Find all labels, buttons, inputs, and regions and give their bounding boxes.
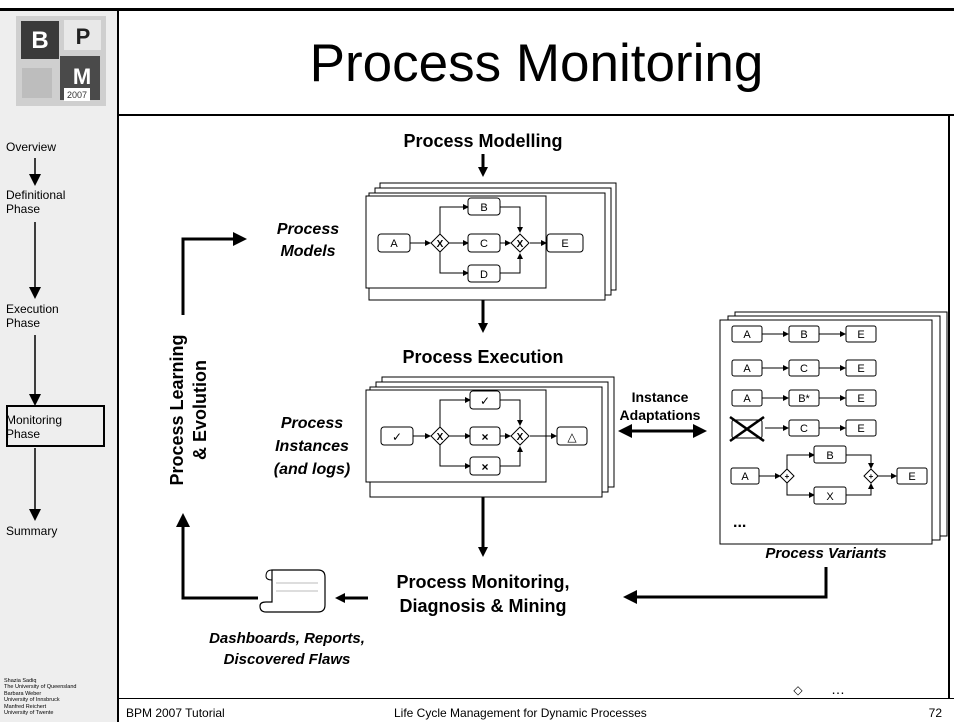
variant-node: E [857, 423, 864, 435]
exec-join-gateway-label: X [517, 432, 524, 443]
page-title: Process Monitoring [309, 34, 764, 93]
model-join-gateway-label: X [517, 239, 524, 250]
footer-left: BPM 2007 Tutorial [126, 706, 225, 720]
credit-line: Shazia Sadiq [4, 678, 37, 684]
footer-diamond-symbol: ◇ [793, 683, 803, 697]
variant-node: C [800, 363, 808, 375]
variant-node: E [857, 363, 864, 375]
footer-center: Life Cycle Management for Dynamic Proces… [394, 706, 647, 720]
dashboards-line1: Dashboards, Reports, [209, 630, 365, 647]
process-instances-line2: Instances [275, 438, 349, 455]
credit-line: The University of Queensland [4, 684, 77, 691]
process-execution-label: Process Execution [402, 347, 563, 367]
exec-node-done-start: ✓ [392, 430, 402, 444]
variant-node: A [741, 471, 749, 483]
variant-node: C [800, 423, 808, 435]
process-models-line1: Process [277, 221, 339, 238]
variant-node: A [743, 329, 751, 341]
exec-node-skipped-bottom: × [481, 460, 488, 474]
process-learning-line2: & Evolution [190, 360, 210, 460]
logo-letter-m: M [73, 64, 91, 89]
model-node-d: D [480, 269, 488, 281]
variant-node: B [826, 450, 833, 462]
left-panel [0, 11, 117, 722]
variant-node: A [743, 363, 751, 375]
instance-adaptations-line2: Adaptations [620, 407, 701, 423]
nav-definitional-line1[interactable]: Definitional [6, 188, 66, 202]
logo-year: 2007 [67, 90, 87, 100]
content-right-border [948, 114, 950, 699]
bpm-logo: B P M 2007 [16, 16, 106, 106]
nav-monitoring-line1[interactable]: Monitoring [6, 413, 63, 427]
variant-node: E [857, 393, 864, 405]
logo-letter-b: B [31, 27, 48, 54]
header-rule [117, 114, 954, 116]
process-modelling-label: Process Modelling [403, 131, 562, 151]
parallel-join-label: + [869, 472, 874, 481]
nav-overview[interactable]: Overview [6, 140, 57, 154]
model-node-a: A [390, 238, 398, 250]
variant-node: A [743, 393, 751, 405]
lifecycle-diagram: Process Modelling Process Models Process… [167, 131, 948, 697]
dashboards-line2: Discovered Flaws [224, 651, 351, 668]
footer-page-number: 72 [928, 706, 942, 720]
process-models-line2: Models [280, 243, 335, 260]
nav-monitoring-line2[interactable]: Phase [6, 427, 41, 441]
credit-line: Barbara Weber [4, 690, 42, 697]
nav-summary[interactable]: Summary [6, 524, 58, 538]
nav-current-highlight [6, 405, 105, 447]
variant-node: X [826, 491, 834, 503]
parallel-split-label: + [785, 472, 790, 481]
exec-node-done-top: ✓ [480, 394, 490, 408]
process-instances-line1: Process [281, 415, 343, 432]
arrow-learning-to-models [181, 232, 247, 315]
instance-adaptations-line1: Instance [632, 389, 689, 405]
logo-letter-p: P [76, 24, 91, 49]
variant-parallel: + + A B X E [730, 445, 928, 505]
model-node-e: E [561, 238, 568, 250]
variant-node: B* [798, 393, 810, 405]
variant-row: A B* E [731, 389, 877, 407]
nav-execution-line1[interactable]: Execution [6, 302, 59, 316]
sidebar-divider [117, 8, 119, 722]
author-credits: Shazia Sadiq The University of Queenslan… [4, 678, 116, 716]
nav-arrows [29, 158, 41, 521]
footer-rule [117, 698, 954, 699]
process-variants-label: Process Variants [765, 545, 886, 562]
exec-node-skipped-middle: × [481, 430, 488, 444]
nav-execution-line2[interactable]: Phase [6, 316, 41, 330]
credit-line: Manfred Reichert [4, 703, 47, 710]
process-variants-stack: A B E A C E A B* E [719, 311, 948, 545]
credit-line: University of Twente [4, 710, 54, 717]
model-node-b: B [480, 202, 487, 214]
footer-ellipsis: … [831, 681, 845, 697]
top-rule [0, 8, 954, 11]
variants-ellipsis: ... [733, 514, 746, 531]
nav-definitional-line2[interactable]: Phase [6, 202, 41, 216]
variant-row: C E [729, 415, 877, 443]
model-split-gateway-label: X [437, 239, 444, 250]
variant-node: E [857, 329, 864, 341]
process-monitoring-line2: Diagnosis & Mining [399, 596, 566, 616]
scroll-document-icon [259, 569, 326, 613]
exec-split-gateway-label: X [437, 432, 444, 443]
arrow-dashboards-to-learning [176, 513, 258, 600]
arrow-variants-to-monitoring [623, 567, 828, 604]
variant-node: B [800, 329, 807, 341]
process-instances-line3: (and logs) [274, 461, 350, 478]
variant-row: A C E [731, 359, 877, 377]
exec-node-active: △ [567, 430, 577, 444]
process-instances-stack: X X ✓ ✓ × × △ [365, 376, 615, 498]
process-learning-line1: Process Learning [167, 334, 187, 485]
variant-node: E [908, 471, 915, 483]
credit-line: University of Innsbruck [4, 697, 60, 704]
process-monitoring-line1: Process Monitoring, [396, 572, 569, 592]
variant-row: A B E [731, 325, 877, 343]
model-node-c: C [480, 238, 488, 250]
process-models-stack: X X A B C D E [365, 182, 617, 301]
